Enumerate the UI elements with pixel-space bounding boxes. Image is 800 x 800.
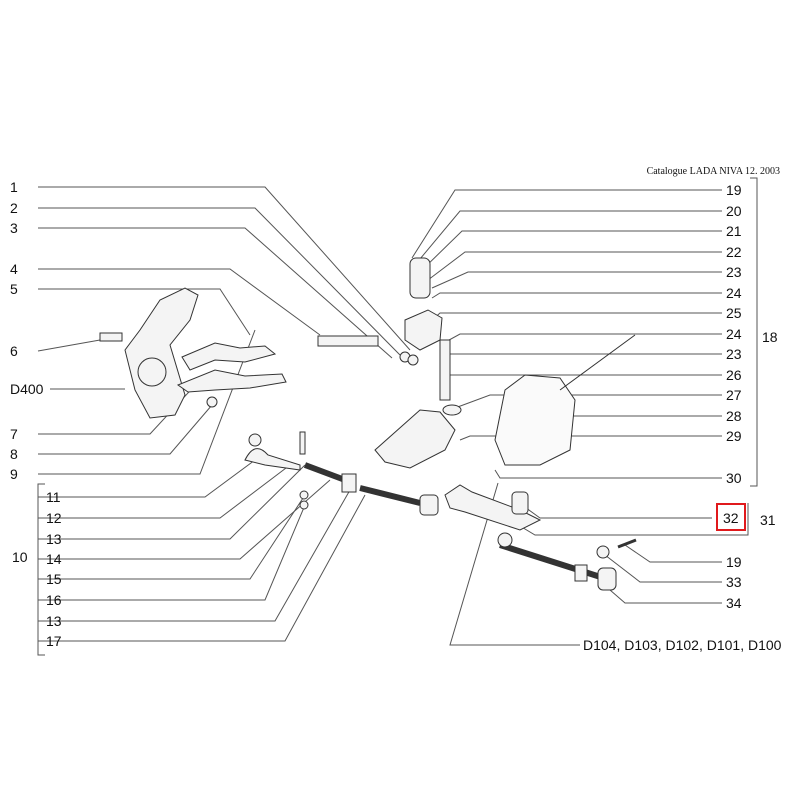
callout-d400[interactable]: D400 [10, 381, 44, 397]
bolt-6 [99, 332, 123, 342]
callout-13[interactable]: 13 [46, 531, 62, 547]
callout-19[interactable]: 19 [726, 182, 742, 198]
callout-5[interactable]: 5 [10, 281, 18, 297]
callout-20[interactable]: 20 [726, 203, 742, 219]
steering-knuckle [124, 287, 199, 419]
callout-26[interactable]: 26 [726, 367, 742, 383]
left-leader-lines [37, 186, 411, 656]
callout-34[interactable]: 34 [726, 595, 742, 611]
center-link-31 [444, 484, 542, 531]
callout-6[interactable]: 6 [10, 343, 18, 359]
callout-14[interactable]: 14 [46, 551, 62, 567]
callout-4[interactable]: 4 [10, 261, 18, 277]
callout-9[interactable]: 9 [10, 466, 18, 482]
callout-28[interactable]: 28 [726, 408, 742, 424]
steering-arm-lower [176, 369, 287, 393]
callout-30[interactable]: 30 [726, 470, 742, 486]
bolt-4 [317, 335, 379, 347]
callout-24b[interactable]: 24 [726, 326, 742, 342]
bracket-25 [404, 309, 443, 351]
callout-11[interactable]: 11 [46, 489, 61, 505]
callout-12[interactable]: 12 [46, 510, 62, 526]
callout-32-highlighted[interactable]: 32 [723, 510, 739, 526]
callout-8[interactable]: 8 [10, 446, 18, 462]
callout-group-31[interactable]: 31 [760, 512, 776, 528]
callout-27[interactable]: 27 [726, 387, 742, 403]
callout-19b[interactable]: 19 [726, 554, 742, 570]
callout-23[interactable]: 23 [726, 264, 742, 280]
callout-16[interactable]: 16 [46, 592, 62, 608]
callout-25[interactable]: 25 [726, 305, 742, 321]
callout-7[interactable]: 7 [10, 426, 18, 442]
callout-21[interactable]: 21 [726, 223, 742, 239]
callout-group-10[interactable]: 10 [12, 549, 28, 565]
bolt-12 [299, 431, 306, 455]
callout-3[interactable]: 3 [10, 220, 18, 236]
callout-17[interactable]: 17 [46, 633, 62, 649]
callout-29[interactable]: 29 [726, 428, 742, 444]
pivot-shaft [439, 339, 451, 401]
callout-33[interactable]: 33 [726, 574, 742, 590]
callout-1[interactable]: 1 [10, 179, 18, 195]
tie-rod-end-11 [244, 448, 301, 471]
callout-13b[interactable]: 13 [46, 613, 62, 629]
variant-references[interactable]: D104, D103, D102, D101, D100 [583, 637, 782, 653]
callout-23b[interactable]: 23 [726, 346, 742, 362]
callout-22[interactable]: 22 [726, 244, 742, 260]
callout-15[interactable]: 15 [46, 571, 62, 587]
steering-arm-upper [181, 342, 277, 371]
pivot-bushing [409, 257, 431, 299]
callout-24[interactable]: 24 [726, 285, 742, 301]
right-leader-lines [411, 177, 758, 646]
parts [99, 257, 637, 591]
catalog-title: Catalogue LADA NIVA 12. 2003 [646, 166, 780, 177]
callout-2[interactable]: 2 [10, 200, 18, 216]
highlight-box [716, 503, 746, 531]
ball-joint [419, 494, 439, 516]
steering-gearbox [494, 374, 576, 466]
callout-group-18[interactable]: 18 [762, 329, 778, 345]
idler-arm [374, 409, 456, 469]
